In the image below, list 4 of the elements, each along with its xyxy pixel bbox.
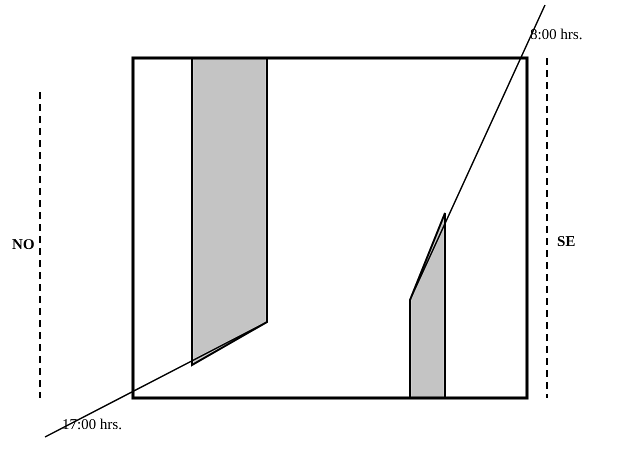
orientation-label: SE <box>557 235 576 250</box>
time-label: 8:00 hrs. <box>530 28 582 43</box>
orientation-label: NO <box>12 238 34 253</box>
time-label: 17:00 hrs. <box>62 418 122 433</box>
